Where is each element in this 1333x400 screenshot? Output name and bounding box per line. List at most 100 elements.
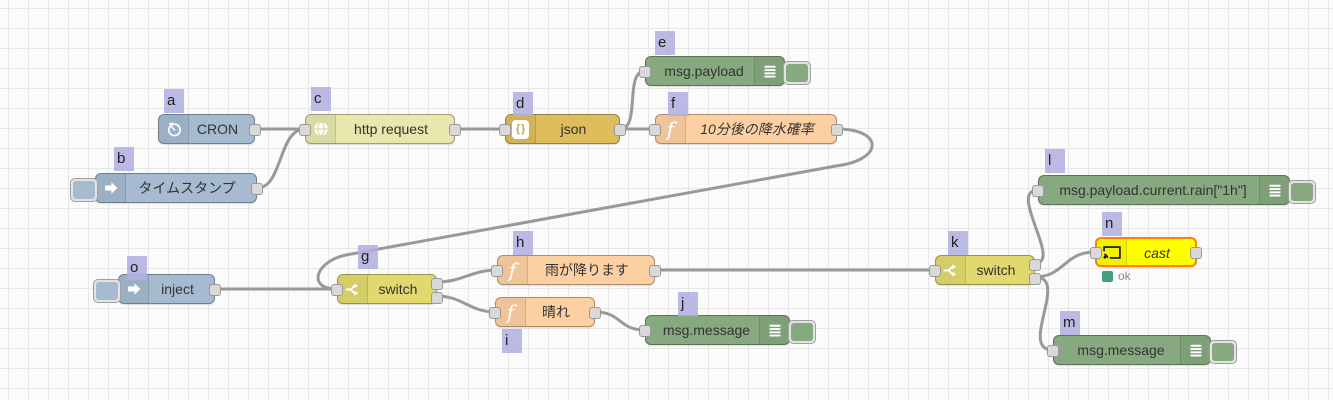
output-port-2[interactable] <box>1029 273 1041 285</box>
debug-toggle-button[interactable] <box>783 61 811 85</box>
marker-b: b <box>114 147 134 171</box>
input-port[interactable] <box>649 124 661 136</box>
node-label: msg.payload <box>664 63 744 79</box>
output-port[interactable] <box>209 284 221 296</box>
debug-toggle-button[interactable] <box>788 320 816 344</box>
marker-o: o <box>127 256 147 280</box>
marker-h: h <box>513 231 533 255</box>
input-port[interactable] <box>639 66 651 78</box>
cast-icon <box>1097 239 1127 265</box>
output-port[interactable] <box>249 124 261 136</box>
node-switch-cast[interactable]: switch <box>929 255 1041 285</box>
inject-button[interactable] <box>93 279 121 303</box>
node-label: switch <box>378 281 418 297</box>
input-port[interactable] <box>1032 185 1044 197</box>
marker-i: i <box>502 329 522 353</box>
switch-icon <box>936 256 966 284</box>
marker-k: k <box>948 231 968 255</box>
node-label: switch <box>976 262 1016 278</box>
output-port[interactable] <box>1190 247 1202 259</box>
switch-icon <box>338 275 368 303</box>
node-label: CRON <box>196 121 239 137</box>
marker-a: a <box>164 89 184 113</box>
debug-list-icon <box>754 57 784 85</box>
wire-switch1-sunny[interactable] <box>435 294 497 314</box>
input-port[interactable] <box>331 284 343 296</box>
debug-list-icon <box>1180 336 1210 364</box>
marker-f: f <box>668 92 688 116</box>
node-json[interactable]: { } json <box>499 114 626 144</box>
node-func-rain-prob[interactable]: f 10分後の降水確率 <box>649 114 843 144</box>
marker-n: n <box>1102 212 1122 236</box>
input-port[interactable] <box>639 325 651 337</box>
node-func-rain[interactable]: f 雨が降ります <box>491 255 661 285</box>
node-label: cast <box>1144 245 1170 261</box>
wire-json-debugpayload[interactable] <box>618 69 647 131</box>
output-port[interactable] <box>449 124 461 136</box>
node-debug-message-1[interactable]: msg.message <box>639 315 816 345</box>
output-port-1[interactable] <box>431 278 443 290</box>
node-status: ok <box>1102 269 1131 283</box>
wire-timestamp-http[interactable] <box>255 127 307 190</box>
node-http-request[interactable]: http request <box>299 114 461 144</box>
debug-toggle-button[interactable] <box>1288 180 1316 204</box>
node-cron[interactable]: CRON <box>158 114 261 144</box>
globe-icon <box>306 115 336 143</box>
inject-button[interactable] <box>70 178 98 202</box>
node-label: msg.message <box>1077 342 1165 358</box>
node-func-sunny[interactable]: f 晴れ <box>489 297 601 327</box>
output-port[interactable] <box>589 307 601 319</box>
input-port[interactable] <box>489 307 501 319</box>
marker-j: j <box>678 292 698 316</box>
function-icon: f <box>498 256 528 284</box>
node-debug-message-2[interactable]: msg.message <box>1047 335 1237 365</box>
node-label: 10分後の降水確率 <box>700 121 814 137</box>
marker-c: c <box>311 87 331 111</box>
marker-l: l <box>1045 149 1065 173</box>
wire-func-switch1[interactable] <box>316 127 874 291</box>
input-port[interactable] <box>299 124 311 136</box>
status-dot <box>1102 270 1113 282</box>
braces-icon: { } <box>506 115 536 143</box>
debug-list-icon <box>1259 176 1289 204</box>
timer-icon <box>159 115 189 143</box>
wire-switch2-debugrain[interactable] <box>1026 188 1045 265</box>
function-icon: f <box>496 298 526 326</box>
marker-e: e <box>655 31 675 55</box>
input-port[interactable] <box>1047 345 1059 357</box>
output-port[interactable] <box>649 265 661 277</box>
inject-arrow-icon <box>96 174 126 202</box>
wire-switch1-rain[interactable] <box>435 268 499 284</box>
output-port[interactable] <box>614 124 626 136</box>
node-label: 雨が降ります <box>545 262 629 278</box>
debug-list-icon <box>759 316 789 344</box>
node-label: http request <box>354 121 428 137</box>
node-debug-rain-1h[interactable]: msg.payload.current.rain["1h"] <box>1032 175 1316 205</box>
wire-sunny-debugmsg1[interactable] <box>593 310 647 332</box>
input-port[interactable] <box>929 265 941 277</box>
output-port-1[interactable] <box>1029 259 1041 271</box>
node-label: inject <box>161 281 194 297</box>
node-timestamp[interactable]: タイムスタンプ <box>70 173 263 203</box>
node-label: タイムスタンプ <box>138 180 236 196</box>
input-port[interactable] <box>1090 247 1102 259</box>
node-switch-weather[interactable]: switch <box>331 274 443 304</box>
node-label: 晴れ <box>542 304 570 320</box>
output-port[interactable] <box>831 124 843 136</box>
debug-toggle-button[interactable] <box>1209 340 1237 364</box>
marker-d: d <box>513 92 533 116</box>
wire-switch2-cast[interactable] <box>1033 250 1097 279</box>
output-port[interactable] <box>251 183 263 195</box>
input-port[interactable] <box>499 124 511 136</box>
output-port-2[interactable] <box>431 292 443 304</box>
node-cast[interactable]: cast <box>1090 237 1202 267</box>
status-text: ok <box>1118 269 1131 283</box>
input-port[interactable] <box>491 265 503 277</box>
node-debug-payload[interactable]: msg.payload <box>639 56 811 86</box>
function-icon: f <box>656 115 686 143</box>
wire-switch2-debugmsg2[interactable] <box>1033 275 1055 352</box>
node-label: json <box>560 121 587 137</box>
node-label: msg.payload.current.rain["1h"] <box>1059 182 1247 198</box>
